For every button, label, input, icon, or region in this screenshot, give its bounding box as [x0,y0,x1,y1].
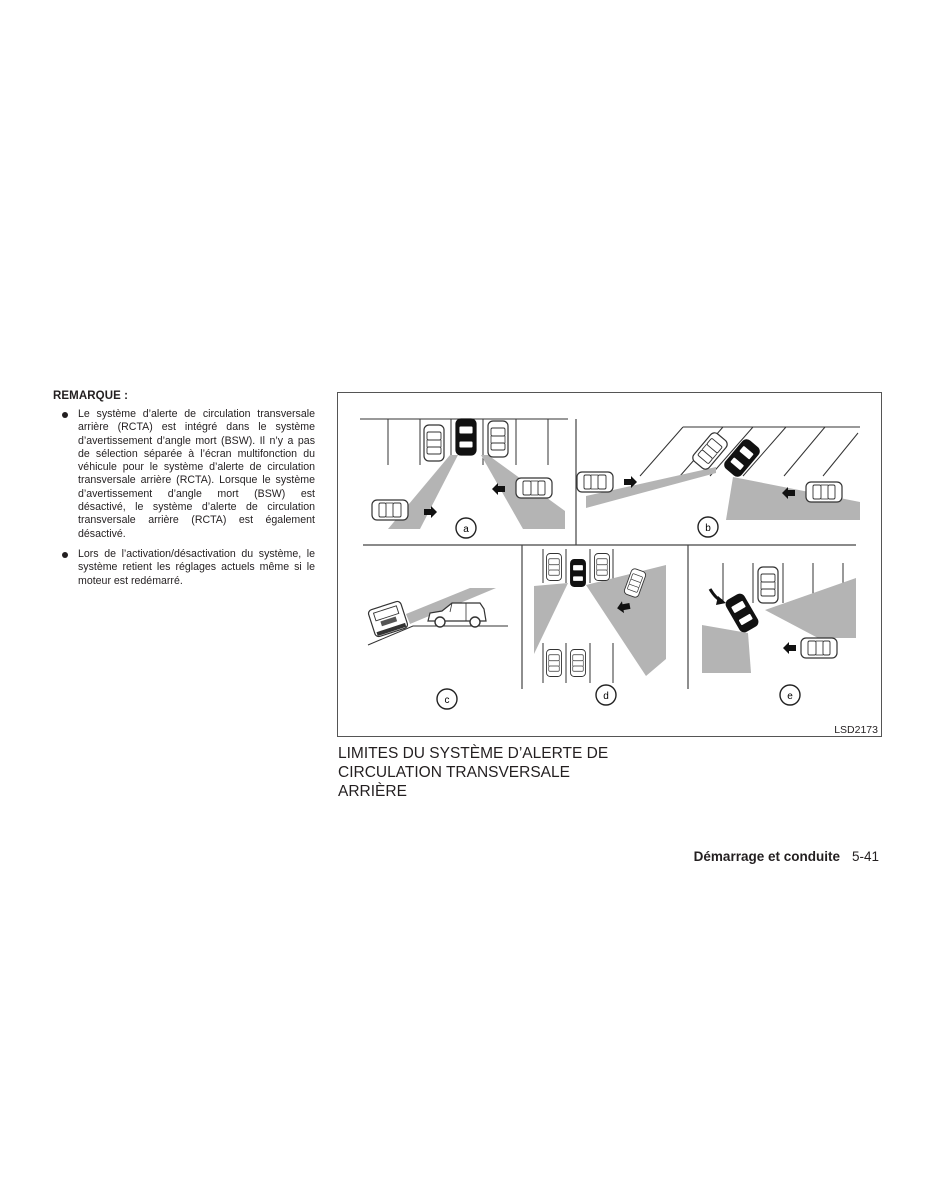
page-footer: Démarrage et conduite 5-41 [694,849,879,864]
caption-line: LIMITES DU SYSTÈME D’ALERTE DE [338,745,609,762]
panel-label-c: c [445,695,450,706]
remark-section: REMARQUE : Le système d’alerte de circul… [53,390,315,595]
bullet-item: Le système d’alerte de circulation trans… [53,408,315,541]
figure-code: LSD2173 [833,724,879,736]
caption-line: ARRIÈRE [338,783,407,800]
panel-label-a: a [463,524,469,535]
remark-bullet-list: Le système d’alerte de circulation trans… [53,408,315,588]
panel-e: e [702,563,856,706]
panel-a: a [360,418,568,539]
bullet-icon [62,551,68,558]
remark-title: REMARQUE : [53,390,129,402]
bullet-item: Lors de l’activation/désactivation du sy… [53,548,315,588]
bullet-icon [62,412,68,418]
footer-section-title: Démarrage et conduite [693,849,840,864]
panel-label-e: e [787,691,793,702]
panel-b: b [576,426,860,538]
panel-c: c [367,588,508,710]
rcta-limitations-figure: a b [337,392,882,737]
figure-caption: LIMITES DU SYSTÈME D’ALERTE DE CIRCULATI… [338,744,638,801]
panel-label-b: b [705,523,711,534]
figure-illustration: a b [360,418,860,710]
panel-label-d: d [603,691,609,702]
page-number: 5-41 [851,849,879,864]
caption-line: CIRCULATION TRANSVERSALE [338,764,570,781]
bullet-text: Le système d’alerte de circulation trans… [78,408,315,540]
bullet-text: Lors de l’activation/désactivation du sy… [78,547,315,587]
panel-d: d [534,549,666,706]
